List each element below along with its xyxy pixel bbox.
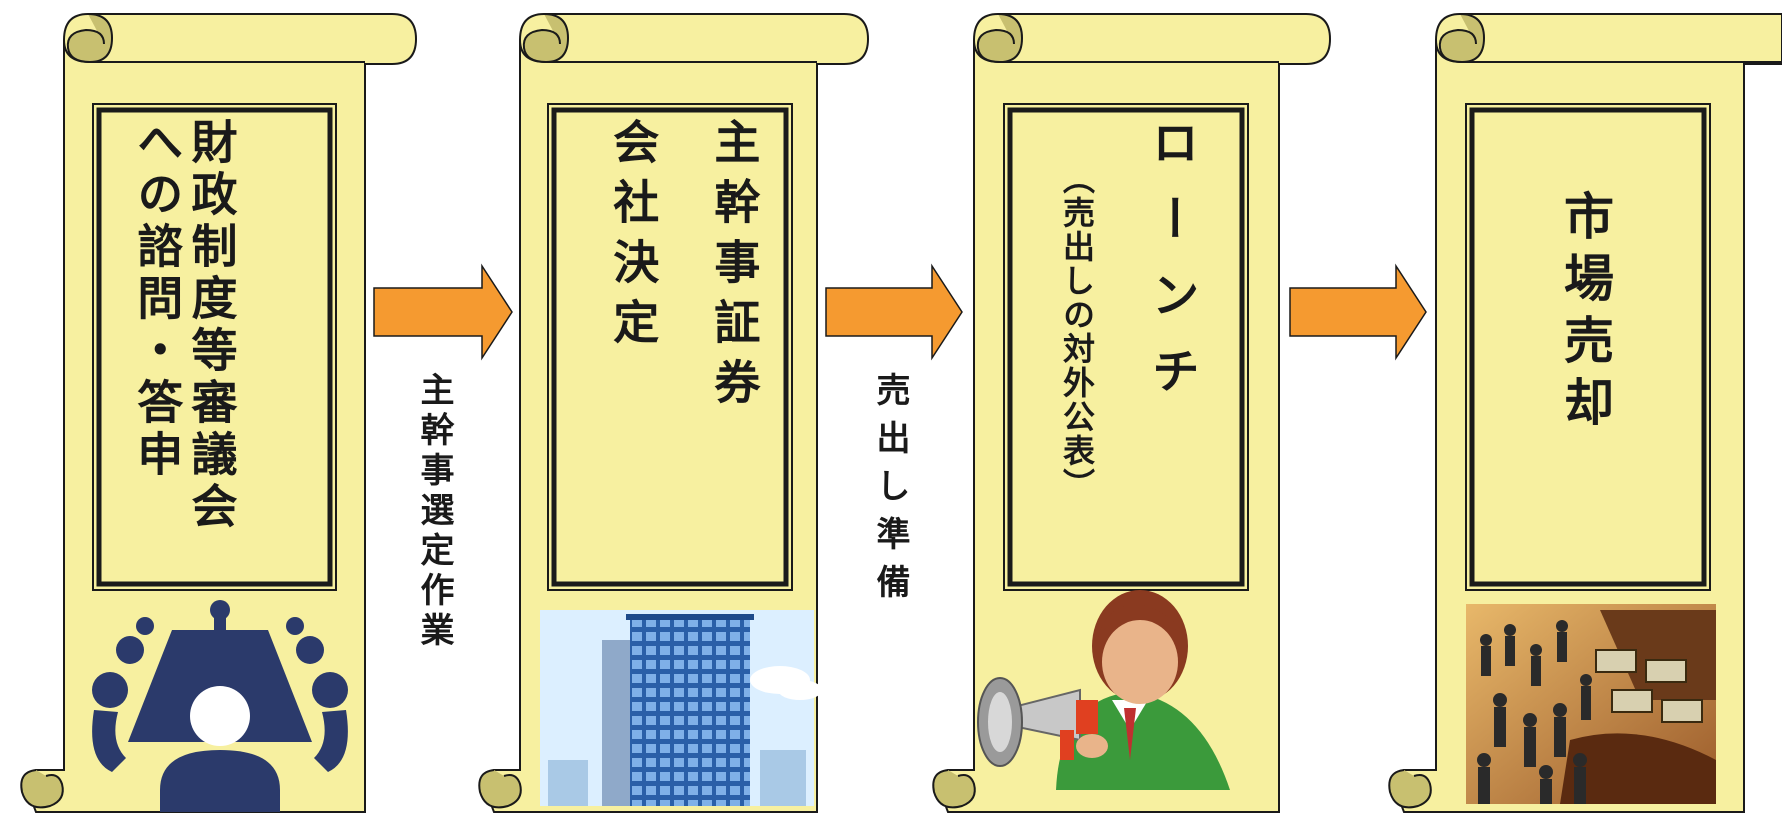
arrow-3-to-4 [1289,263,1427,361]
stage-2-label-line1: 主幹事証券 [707,118,762,418]
stage-2-label-line2: 会社決定 [606,118,661,358]
meeting-table-icon [92,600,348,812]
stage-1-label-line1: 財政制度等審議会 [184,118,239,534]
scroll-stage-3 [932,13,1332,813]
scroll-stage-2 [478,13,870,813]
person-megaphone-icon [977,590,1230,790]
stage-1-label: 財政制度等審議会 への諮問・答申 [130,118,239,578]
step-2-label: 売出し準備 [870,372,910,612]
stage-3-label-line1: ローンチ [1142,118,1199,422]
flow-arrows [373,263,1427,361]
scroll-stage-1 [20,13,418,813]
stage-2-label: 主幹事証券 会社決定 [582,118,784,588]
stage-3-label-line2: （売出しの対外公表） [1058,162,1096,502]
stage-4-label: 市場売却 [1556,190,1614,438]
scroll-stage-4 [1388,13,1782,813]
arrow-2-to-3 [825,263,963,361]
office-building-icon [540,610,822,806]
step-1-label: 主幹事選定作業 [414,372,454,652]
trading-floor-icon [1466,604,1716,804]
arrow-1-to-2 [373,263,513,361]
stage-1-label-line2: への諮問・答申 [130,118,185,482]
